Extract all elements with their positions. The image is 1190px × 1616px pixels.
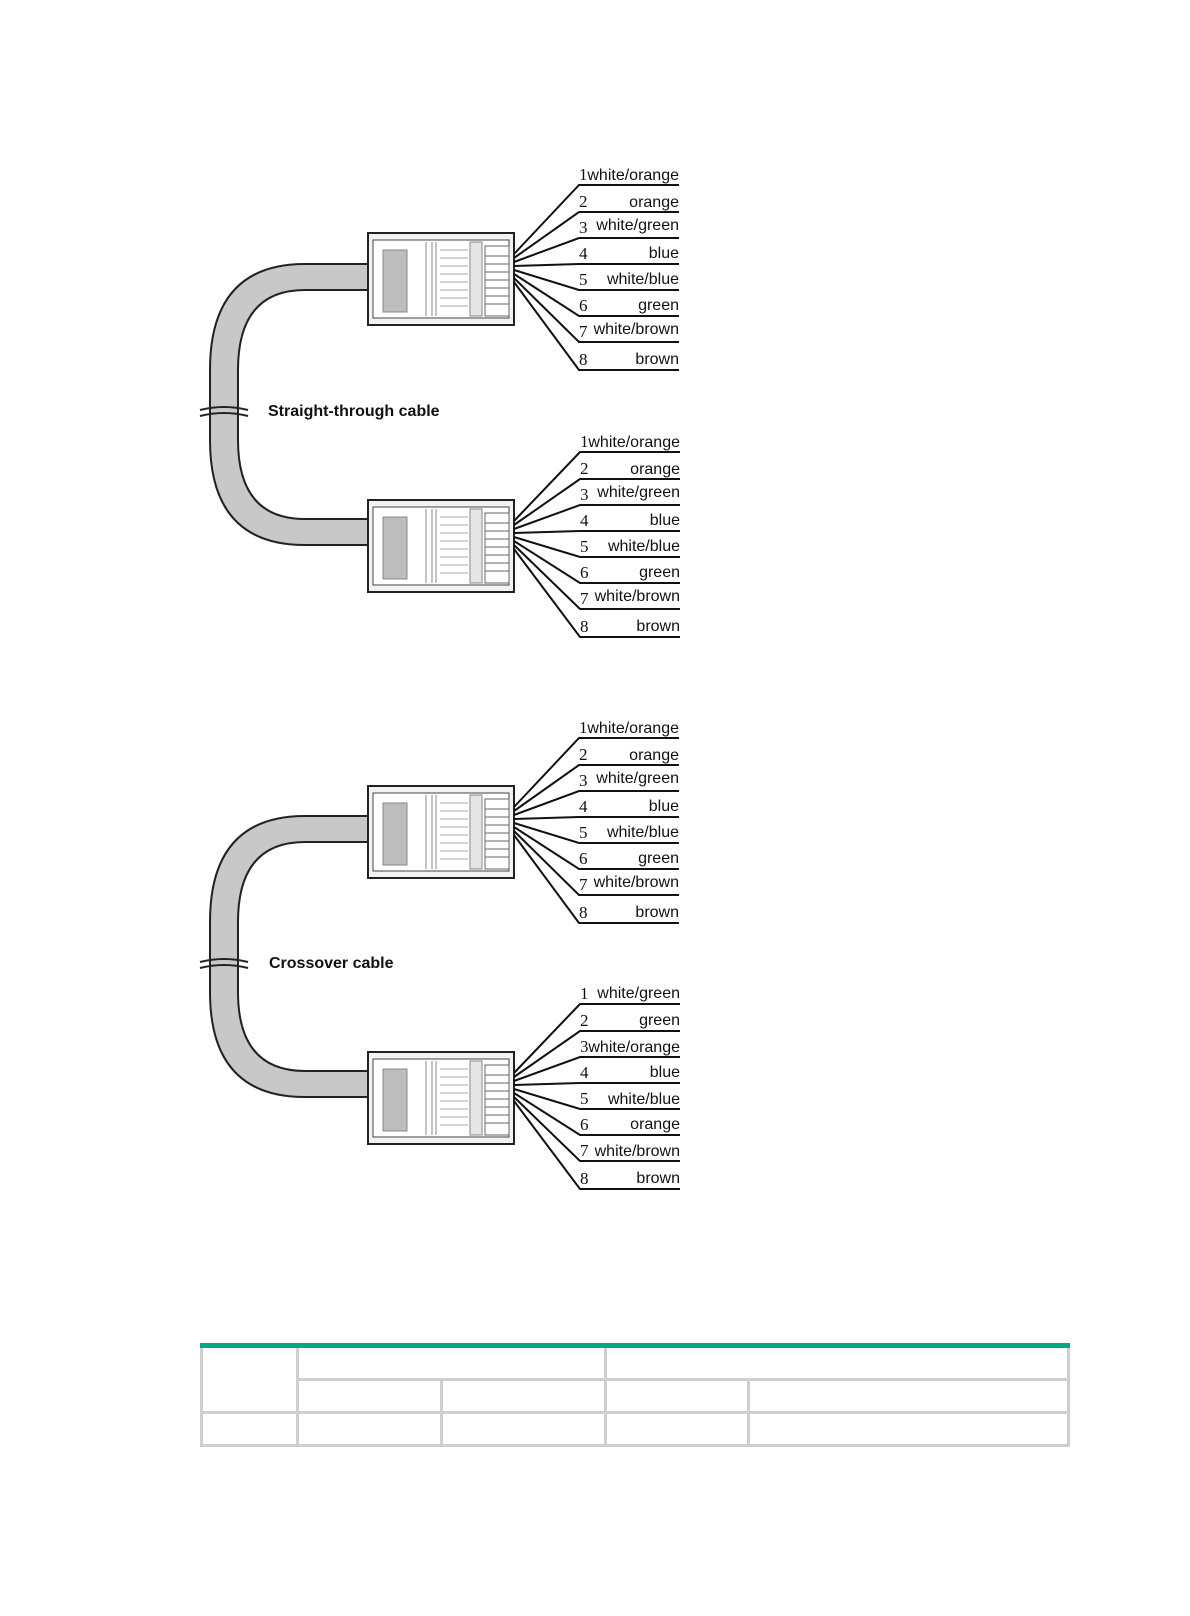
rj45-connector-bottom bbox=[367, 1051, 515, 1145]
cable-body bbox=[209, 815, 369, 1098]
pin-number: 4 bbox=[579, 244, 588, 263]
table-row bbox=[200, 1411, 1070, 1447]
pin-number: 4 bbox=[580, 1063, 589, 1082]
pin-color-label: brown bbox=[636, 1170, 680, 1187]
pin-color-label: brown bbox=[635, 351, 679, 368]
pin-number: 2 bbox=[579, 192, 588, 211]
pin-number: 6 bbox=[580, 563, 589, 582]
pin-number: 8 bbox=[579, 903, 588, 922]
crossover-diagram: Crossover cable bbox=[199, 718, 680, 1190]
pin-color-label: green bbox=[639, 564, 680, 581]
pin-color-label: white/blue bbox=[607, 538, 680, 555]
pin-labels-bottom: 1 white/orange 2 orange 3 white/green 4 … bbox=[513, 432, 680, 638]
pin-number: 1 bbox=[579, 165, 588, 184]
pin-number: 6 bbox=[579, 849, 588, 868]
cable-break-mark bbox=[199, 958, 249, 969]
table-cell bbox=[200, 1344, 299, 1414]
pin-color-label: orange bbox=[629, 747, 679, 764]
pin-color-label: white/brown bbox=[593, 321, 679, 338]
pin-color-label: blue bbox=[650, 1064, 680, 1081]
pin-color-label: white/green bbox=[595, 217, 679, 234]
pin-color-label: brown bbox=[635, 904, 679, 921]
pin-number: 3 bbox=[579, 218, 588, 237]
pin-color-label: white/blue bbox=[606, 824, 679, 841]
table-cell bbox=[440, 1378, 607, 1414]
pin-color-label: white/green bbox=[595, 770, 679, 787]
table-cell bbox=[747, 1378, 1070, 1414]
pin-number: 2 bbox=[580, 459, 589, 478]
pin-color-label: green bbox=[639, 1012, 680, 1029]
pin-number: 8 bbox=[580, 617, 589, 636]
pin-color-label: orange bbox=[629, 194, 679, 211]
table-subheader-row bbox=[202, 1378, 1070, 1414]
pin-number: 1 bbox=[580, 432, 589, 451]
pin-color-label: orange bbox=[630, 461, 680, 478]
table-cell bbox=[296, 1378, 443, 1414]
pin-number: 8 bbox=[579, 350, 588, 369]
table-cell bbox=[200, 1411, 299, 1447]
pin-color-label: white/orange bbox=[587, 434, 680, 451]
cable-break-mark bbox=[199, 406, 249, 417]
pin-color-label: orange bbox=[630, 1116, 680, 1133]
pin-number: 6 bbox=[579, 296, 588, 315]
pin-labels-top: 1 white/orange 2 orange 3 white/green 4 … bbox=[513, 165, 679, 371]
pin-number: 4 bbox=[580, 511, 589, 530]
pin-number: 1 bbox=[579, 718, 588, 737]
pin-number: 5 bbox=[580, 537, 589, 556]
cable-title: Straight-through cable bbox=[268, 403, 440, 420]
table-header-row bbox=[200, 1344, 1070, 1414]
pin-number: 5 bbox=[579, 270, 588, 289]
pin-color-label: white/green bbox=[596, 484, 680, 501]
pin-color-label: white/orange bbox=[586, 720, 679, 737]
pin-number: 7 bbox=[579, 322, 588, 341]
table-cell bbox=[747, 1411, 1070, 1447]
pin-color-label: white/orange bbox=[587, 1039, 680, 1056]
pin-number: 5 bbox=[579, 823, 588, 842]
pin-labels-top: 1 white/orange 2 orange 3 white/green 4 … bbox=[513, 718, 679, 924]
cable-title: Crossover cable bbox=[269, 955, 394, 972]
pin-number: 4 bbox=[579, 797, 588, 816]
pin-number: 7 bbox=[580, 589, 589, 608]
pinout-table bbox=[200, 1343, 1070, 1447]
pin-color-label: green bbox=[638, 850, 679, 867]
pin-number: 7 bbox=[579, 875, 588, 894]
table-cell bbox=[604, 1344, 1070, 1381]
pin-color-label: white/blue bbox=[607, 1091, 680, 1108]
pin-color-label: blue bbox=[650, 512, 680, 529]
pin-color-label: white/green bbox=[596, 985, 680, 1002]
pin-color-label: white/brown bbox=[593, 874, 679, 891]
table-cell bbox=[296, 1411, 443, 1447]
pin-number: 5 bbox=[580, 1089, 589, 1108]
pin-number: 7 bbox=[580, 1141, 589, 1160]
table-cell bbox=[296, 1344, 607, 1381]
cable-body bbox=[209, 263, 369, 546]
pin-color-label: white/blue bbox=[606, 271, 679, 288]
rj45-connector-top bbox=[367, 785, 515, 879]
straight-through-diagram: Straight-through cable bbox=[199, 165, 680, 638]
pin-number: 2 bbox=[580, 1011, 589, 1030]
pin-color-label: white/brown bbox=[594, 588, 680, 605]
pin-number: 3 bbox=[579, 771, 588, 790]
pin-labels-bottom: 1 white/green 2 green 3 white/orange 4 b… bbox=[513, 984, 680, 1190]
pin-color-label: white/orange bbox=[586, 167, 679, 184]
table-cell bbox=[440, 1411, 607, 1447]
pin-number: 1 bbox=[580, 984, 589, 1003]
pin-color-label: blue bbox=[649, 798, 679, 815]
pin-color-label: green bbox=[638, 297, 679, 314]
pin-color-label: brown bbox=[636, 618, 680, 635]
pin-number: 2 bbox=[579, 745, 588, 764]
table-cell bbox=[604, 1378, 750, 1414]
rj45-connector-bottom bbox=[367, 499, 515, 593]
pin-number: 3 bbox=[580, 1037, 589, 1056]
pin-color-label: blue bbox=[649, 245, 679, 262]
pin-number: 8 bbox=[580, 1169, 589, 1188]
pin-number: 3 bbox=[580, 485, 589, 504]
rj45-connector-top bbox=[367, 232, 515, 326]
table-cell bbox=[604, 1411, 750, 1447]
pin-color-label: white/brown bbox=[594, 1143, 680, 1160]
pin-number: 6 bbox=[580, 1115, 589, 1134]
